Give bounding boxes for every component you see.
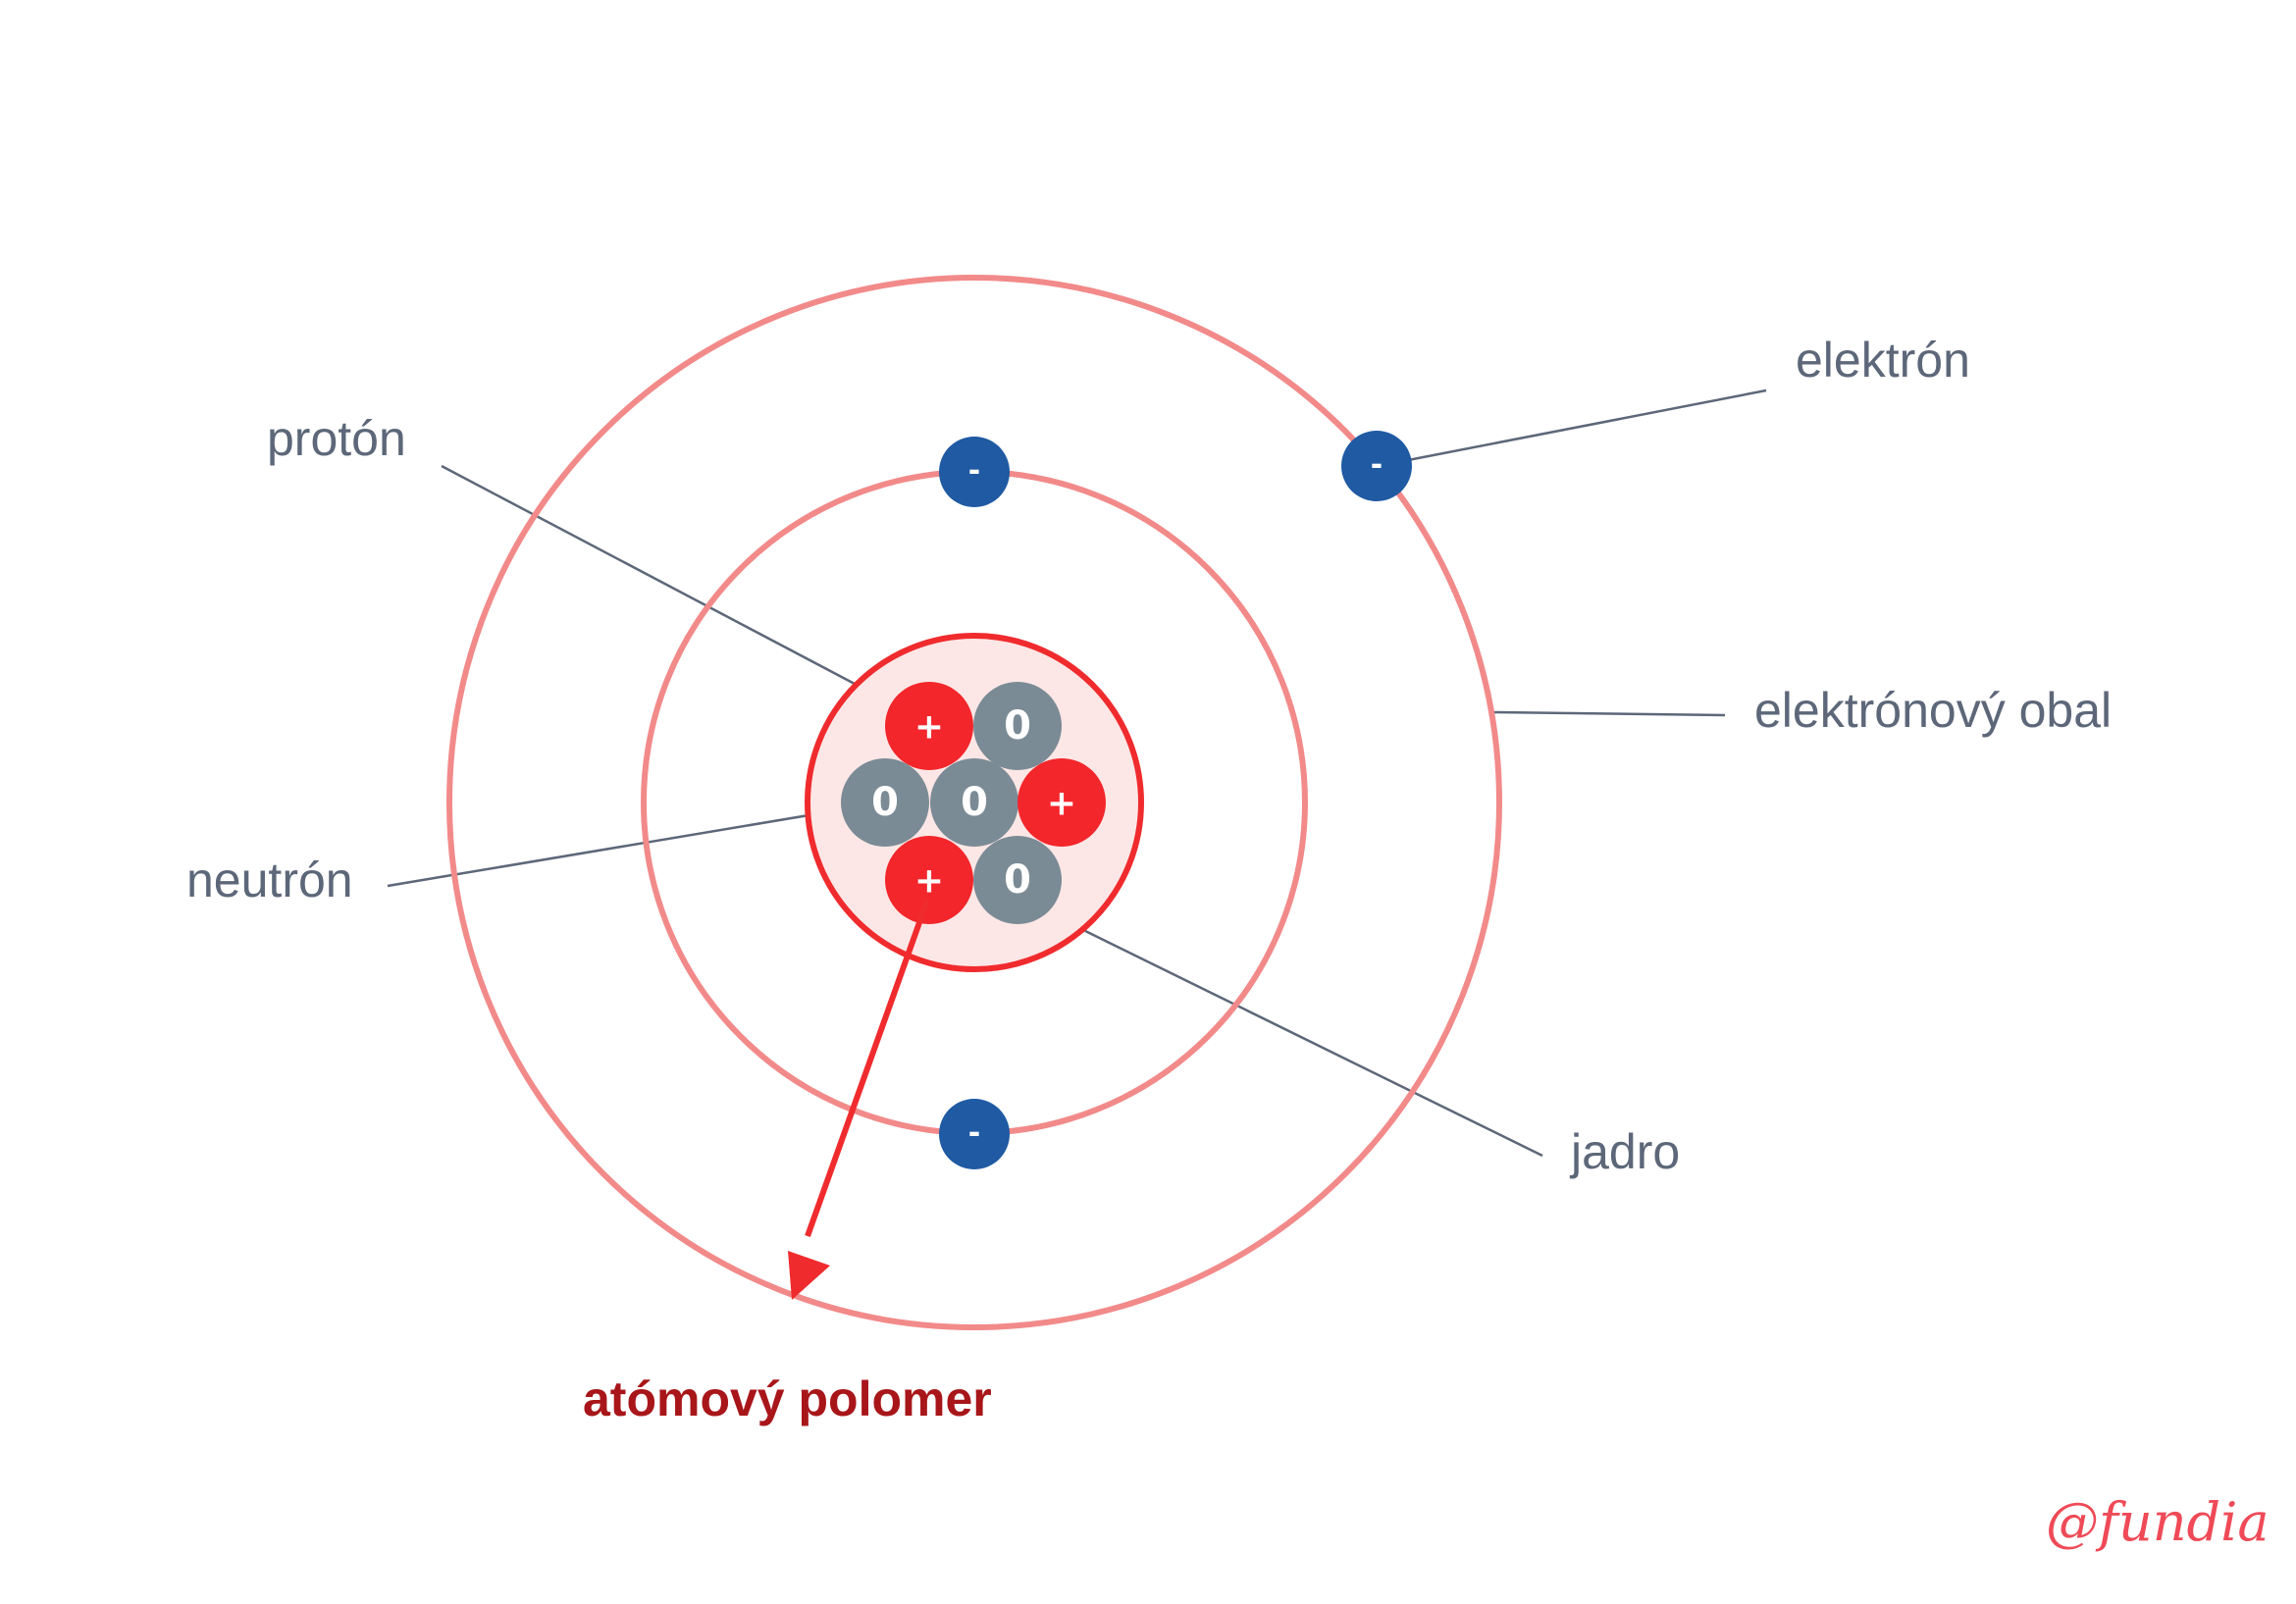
nucleus-leader-line	[1076, 925, 1543, 1158]
neutron-symbol: 0	[1004, 703, 1031, 749]
shell-leader-line	[1490, 710, 1726, 717]
electron-leader-line	[1402, 388, 1767, 463]
electron-particle: -	[1341, 431, 1412, 501]
electron-symbol: -	[1371, 448, 1383, 483]
neutron-label: neutrón	[186, 853, 353, 907]
neutron-symbol: 0	[961, 780, 988, 825]
outer-orbit	[446, 275, 1502, 1330]
neutron-particle: 0	[930, 758, 1018, 847]
nucleons: 0 0 0 0 + + +	[841, 682, 1106, 924]
fundia-signature: @fundia	[2046, 1491, 2270, 1553]
proton-label: protón	[267, 411, 406, 466]
proton-symbol: +	[914, 707, 944, 748]
neutron-leader-line	[387, 807, 845, 888]
electron-particle: -	[939, 1099, 1010, 1169]
electron-particle: -	[939, 437, 1010, 507]
proton-particle: +	[885, 836, 973, 924]
electron-symbol: -	[968, 1116, 980, 1151]
neutron-particle: 0	[973, 836, 1062, 924]
proton-symbol: +	[1047, 784, 1076, 824]
nucleus-label: jadro	[1569, 1124, 1680, 1179]
proton-particle: +	[885, 682, 973, 770]
atomic-radius-label: atómový polomer	[583, 1371, 992, 1426]
neutron-particle: 0	[973, 682, 1062, 770]
electron-symbol: -	[968, 454, 980, 489]
electron-shell-label: elektrónový obal	[1754, 683, 2112, 738]
neutron-symbol: 0	[871, 780, 899, 825]
proton-symbol: +	[914, 861, 944, 902]
neutron-symbol: 0	[1004, 857, 1031, 903]
proton-leader-line	[441, 464, 889, 703]
electron-label: elektrón	[1796, 333, 1970, 388]
proton-particle: +	[1018, 758, 1106, 847]
atomic-radius-arrow	[788, 899, 930, 1300]
leader-lines	[387, 388, 1767, 1158]
electrons: - - -	[939, 431, 1412, 1169]
neutron-particle: 0	[841, 758, 929, 847]
